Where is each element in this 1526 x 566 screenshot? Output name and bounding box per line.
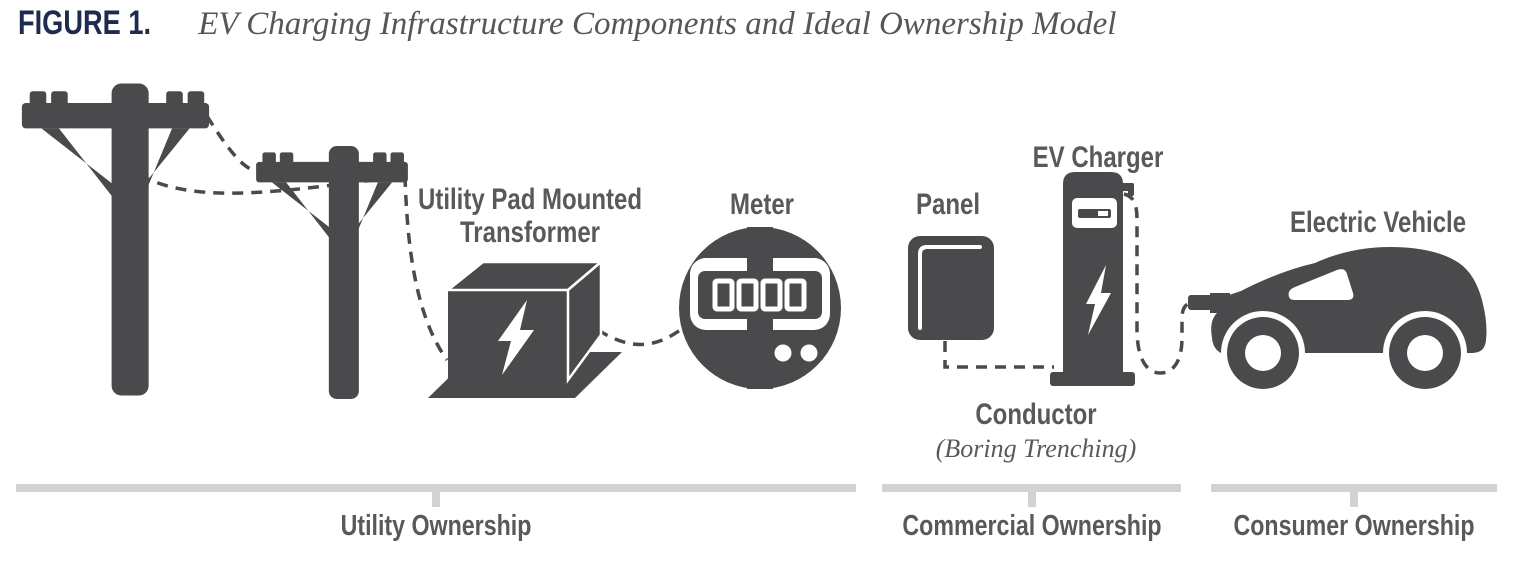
- bracket-tick: [1350, 492, 1358, 507]
- wire-pole1-lower-to-pole2-icon: [139, 173, 401, 195]
- consumer-ownership-label: Consumer Ownership: [1233, 510, 1475, 542]
- conductor-sublabel: (Boring Trenching): [935, 434, 1137, 463]
- meter-display-digits: [712, 278, 807, 312]
- car-window: [1288, 269, 1354, 300]
- transformer-label: Utility Pad Mounted Transformer: [418, 183, 642, 249]
- electric-vehicle-label: Electric Vehicle: [1289, 206, 1467, 239]
- bracket-bar: [16, 484, 856, 492]
- ev-charger-label: EV Charger: [1032, 141, 1164, 174]
- bracket-tick: [432, 492, 440, 507]
- bracket-bar: [1211, 484, 1497, 492]
- utility-ownership-bracket: Utility Ownership: [16, 484, 856, 542]
- commercial-ownership-bracket: Commercial Ownership: [882, 484, 1181, 542]
- wire-pole2-to-transformer-icon: [403, 175, 449, 362]
- wire-conductor-panel-to-charger-icon: [943, 341, 1054, 369]
- transformer-icon: [428, 259, 622, 398]
- wire-pole1-to-pole2-icon: [205, 115, 260, 173]
- electric-vehicle-icon: [1188, 247, 1487, 389]
- figure-number-label: FIGURE 1.: [18, 4, 151, 42]
- wire-transformer-to-meter-icon: [597, 322, 690, 347]
- wire-charger-cable-to-vehicle-icon: [1123, 192, 1195, 375]
- charging-plug-icon: [1188, 295, 1214, 310]
- rear-wheel-icon: [1389, 317, 1461, 389]
- panel-icon: [908, 236, 994, 340]
- bracket-bar: [882, 484, 1181, 492]
- meter-label: Meter: [729, 188, 795, 221]
- panel-label: Panel: [915, 188, 981, 221]
- lightning-bolt-icon: [498, 300, 534, 375]
- utility-pole-small-icon: [256, 146, 408, 399]
- conductor-label: Conductor (Boring Trenching): [935, 398, 1137, 463]
- utility-pole-large-icon: [21, 83, 210, 396]
- ev-charger-icon: [1050, 172, 1135, 386]
- front-wheel-icon: [1227, 317, 1299, 389]
- figure-title: EV Charging Infrastructure Components an…: [198, 6, 1117, 42]
- bracket-tick: [1027, 492, 1036, 507]
- utility-ownership-label: Utility Ownership: [340, 510, 532, 542]
- figure-header: FIGURE 1. EV Charging Infrastructure Com…: [18, 4, 1116, 43]
- meter-icon: [679, 227, 841, 389]
- commercial-ownership-label: Commercial Ownership: [901, 510, 1162, 542]
- lightning-bolt-icon: [1086, 265, 1111, 335]
- consumer-ownership-bracket: Consumer Ownership: [1211, 484, 1497, 542]
